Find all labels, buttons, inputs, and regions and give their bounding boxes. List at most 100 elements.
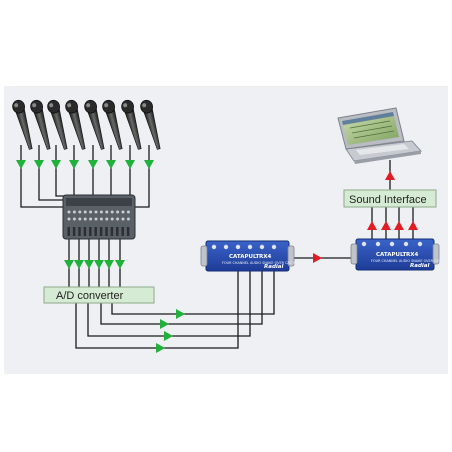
microphone-icon	[84, 99, 105, 150]
mixer-fader	[126, 227, 130, 236]
arrows	[16, 160, 418, 353]
mixer-fader	[121, 227, 124, 236]
microphone-highlight	[49, 103, 54, 108]
microphone-highlight	[67, 103, 72, 108]
microphone-highlight	[104, 103, 109, 108]
mixer-console	[62, 194, 136, 240]
red-arrow	[367, 221, 377, 230]
mixer-fader	[89, 227, 92, 236]
wire	[38, 186, 63, 201]
mixer-fader	[99, 227, 103, 236]
mixer-knob	[116, 217, 120, 221]
mixer-knob	[72, 217, 76, 221]
mixer-knob	[83, 210, 87, 214]
catapult-snake-left: CATAPULT RX4 FOUR CHANNEL AUDIO SNAKE OV…	[200, 240, 295, 272]
mixer-knob	[67, 210, 71, 214]
microphone-highlight	[32, 103, 37, 108]
catapult-right-model: RX4	[406, 252, 418, 258]
green-arrow	[156, 343, 165, 353]
green-arrow	[160, 319, 169, 329]
green-arrow	[115, 260, 125, 269]
catapult-left-model: RX4	[259, 254, 271, 260]
red-arrow	[313, 253, 322, 263]
mixer-knob	[121, 217, 125, 221]
red-arrow	[385, 171, 395, 180]
green-arrow	[104, 260, 114, 269]
mixer-fader	[116, 227, 119, 236]
green-arrow	[164, 331, 173, 341]
mixer-knob	[83, 217, 87, 221]
mixer-knob	[78, 210, 82, 214]
wire	[135, 186, 150, 208]
microphone-icon	[12, 99, 33, 150]
green-arrow	[84, 260, 94, 269]
microphone-icon	[140, 99, 161, 150]
green-arrow	[144, 160, 154, 169]
mixer-fader	[110, 227, 114, 236]
green-arrow	[94, 260, 104, 269]
catapult-left-caption: FOUR CHANNEL AUDIO SNAKE OVER CAT 5	[222, 261, 295, 265]
mixer-fader	[105, 227, 108, 236]
wire	[20, 186, 63, 208]
mixer-knob	[89, 210, 93, 214]
mixer-knob	[72, 210, 76, 214]
green-arrow	[34, 160, 44, 169]
microphone-icon	[65, 99, 86, 150]
red-arrow	[408, 221, 418, 230]
wire	[55, 186, 66, 197]
red-arrow	[381, 221, 391, 230]
mixer-knob	[105, 210, 109, 214]
wire	[111, 271, 275, 315]
catapult-left-connectors	[211, 244, 277, 250]
mixer-knob	[99, 217, 103, 221]
green-arrow	[176, 309, 185, 319]
laptop-icon	[337, 107, 422, 164]
catapult-right-maker: Radial	[410, 263, 429, 269]
mixer-fader	[83, 227, 87, 236]
green-arrow	[51, 160, 61, 169]
catapult-snake-right: CATAPULT RX4 FOUR CHANNEL AUDIO SNAKE OV…	[350, 238, 444, 271]
mixer-knob	[78, 217, 82, 221]
catapult-left-brand: CATAPULT	[229, 254, 260, 260]
microphone-highlight	[123, 103, 128, 108]
green-arrow	[74, 260, 84, 269]
microphone-row	[12, 99, 161, 150]
mixer-fader	[67, 227, 70, 236]
mixer-fader	[72, 227, 76, 236]
ad-converter-text: A/D converter	[56, 290, 124, 302]
mixer-knob	[67, 217, 71, 221]
mixer-knob	[99, 210, 103, 214]
catapult-right-connectors	[361, 241, 423, 247]
mixer-knob	[94, 217, 98, 221]
mixer-fader	[94, 227, 97, 236]
microphone-icon	[102, 99, 123, 150]
ad-converter-label: A/D converter	[43, 286, 155, 304]
green-arrow	[64, 260, 74, 269]
mixer-knob	[89, 217, 93, 221]
mixer-knob	[126, 217, 130, 221]
catapult-left-maker: Radial	[264, 264, 283, 270]
microphone-icon	[47, 99, 68, 150]
mixer-knob	[94, 210, 98, 214]
mixer-knob	[126, 210, 130, 214]
green-arrow	[69, 160, 79, 169]
mixer-knob	[110, 210, 114, 214]
microphone-highlight	[14, 103, 19, 108]
microphone-highlight	[86, 103, 91, 108]
green-arrow	[16, 160, 26, 169]
mixer-fader	[78, 227, 81, 236]
mixer-knob	[105, 217, 109, 221]
catapult-right-caption: FOUR CHANNEL AUDIO SNAKE OVER CAT 5	[371, 259, 444, 263]
microphone-icon	[30, 99, 51, 150]
green-arrow	[106, 160, 116, 169]
wire	[100, 271, 263, 325]
microphone-highlight	[142, 103, 147, 108]
microphone-icon	[121, 99, 142, 150]
sound-interface-text: Sound Interface	[349, 194, 427, 206]
mixer-knob	[116, 210, 120, 214]
green-arrow	[88, 160, 98, 169]
mixer-knob	[121, 210, 125, 214]
green-arrow	[125, 160, 135, 169]
sound-interface-label: Sound Interface	[343, 189, 437, 208]
